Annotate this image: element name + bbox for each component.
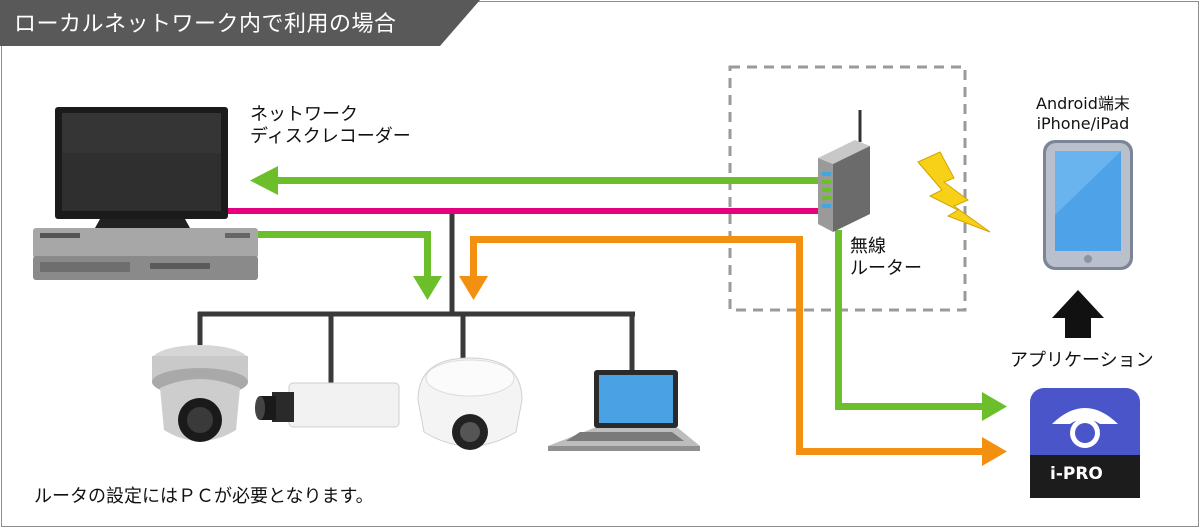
network-lines — [197, 212, 635, 385]
page-title: ローカルネットワーク内で利用の場合 — [14, 12, 397, 37]
mobile-label-line1: Android端末 — [1036, 94, 1130, 113]
orange-arrow-to-app — [796, 236, 1007, 466]
router-label-line1: 無線 — [850, 236, 886, 257]
router-icon — [818, 110, 870, 232]
router-label: 無線 ルーター — [850, 236, 922, 280]
header-tab-shape — [0, 0, 480, 46]
fisheye-camera-icon — [417, 357, 523, 450]
up-arrow-icon — [1052, 290, 1104, 338]
mobile-label-line2: iPhone/iPad — [1036, 114, 1130, 133]
box-camera-icon — [255, 382, 400, 428]
ptz-camera-icon — [152, 345, 248, 442]
orange-arrow-to-cameras — [459, 236, 802, 300]
recorder-label: ネットワーク ディスクレコーダー — [250, 104, 411, 148]
router-label-line2: ルーター — [850, 258, 922, 279]
lightning-icon — [917, 151, 991, 233]
router-zone-box — [728, 65, 967, 312]
monitor-icon — [55, 107, 228, 228]
router-setup-note: ルータの設定にはＰＣが必要となります。 — [34, 486, 374, 507]
laptop-icon — [548, 370, 700, 451]
app-label: アプリケーション — [1010, 350, 1154, 371]
recorder-label-line2: ディスクレコーダー — [250, 126, 411, 147]
tablet-icon — [1043, 140, 1133, 270]
green-arrow-to-cameras — [226, 231, 442, 300]
app-logo-text: i-PRO — [1050, 464, 1103, 484]
recorder-label-line1: ネットワーク — [250, 104, 358, 125]
app-icon — [1030, 388, 1140, 498]
recorder-icon — [33, 107, 258, 280]
green-arrow-to-app — [835, 230, 1007, 421]
mobile-label: Android端末 iPhone/iPad — [1036, 94, 1130, 134]
green-arrow-to-recorder — [250, 166, 820, 195]
